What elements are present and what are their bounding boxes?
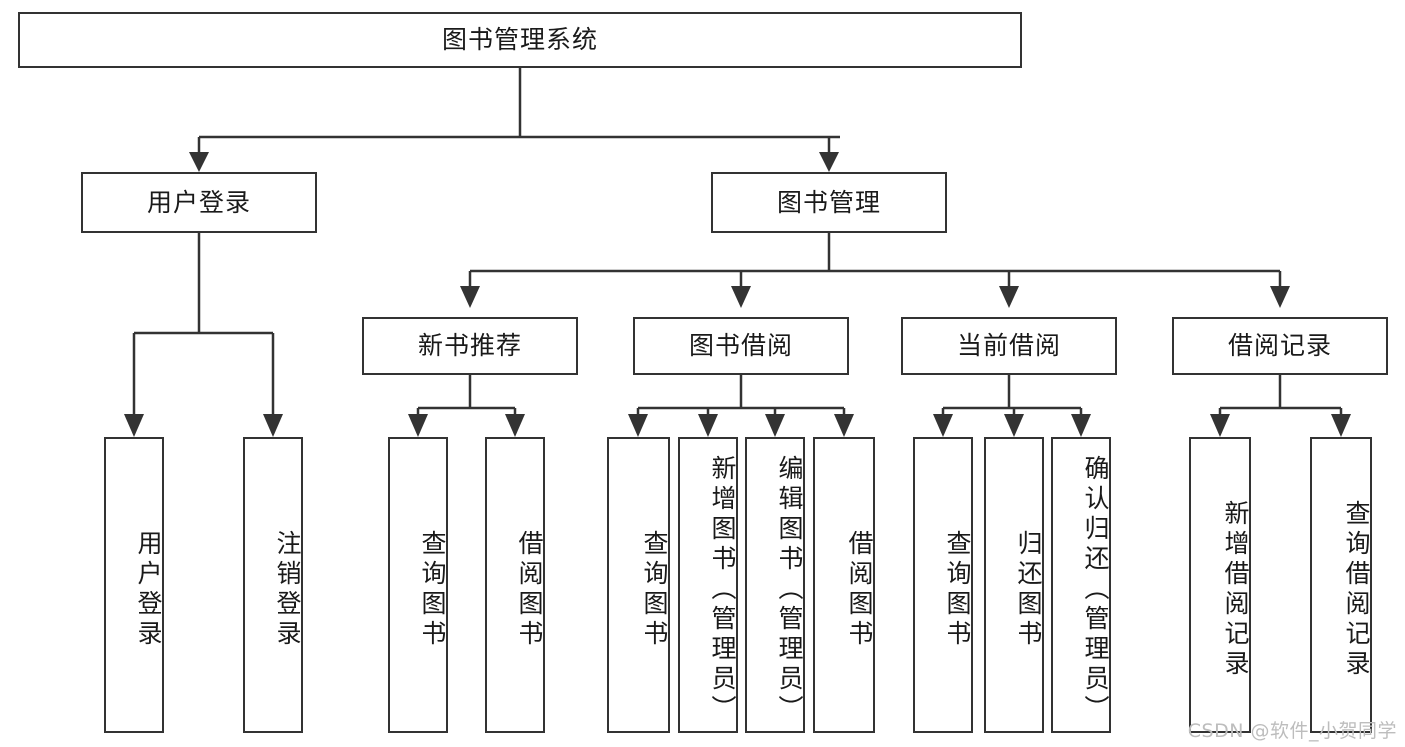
node-leaf-add-record-label: 新增借阅记录 <box>1221 500 1250 680</box>
node-leaf-query-book-3[interactable]: 查询图书 <box>913 437 973 733</box>
node-user-login[interactable]: 用户登录 <box>81 172 317 233</box>
node-leaf-add-record[interactable]: 新增借阅记录 <box>1189 437 1251 733</box>
node-leaf-add-book-label: 新增图书（管理员） <box>708 455 737 725</box>
node-root[interactable]: 图书管理系统 <box>18 12 1022 68</box>
node-borrow-records[interactable]: 借阅记录 <box>1172 317 1388 375</box>
node-borrow-records-label: 借阅记录 <box>1227 331 1332 360</box>
node-leaf-logout-label: 注销登录 <box>273 530 302 650</box>
node-leaf-query-book-1[interactable]: 查询图书 <box>388 437 448 733</box>
node-leaf-user-login[interactable]: 用户登录 <box>104 437 164 733</box>
node-book-manage[interactable]: 图书管理 <box>711 172 947 233</box>
node-leaf-borrow-book-1[interactable]: 借阅图书 <box>485 437 545 733</box>
node-leaf-add-book[interactable]: 新增图书（管理员） <box>678 437 738 733</box>
node-leaf-borrow-book-2-label: 借阅图书 <box>845 530 874 650</box>
node-leaf-query-record-label: 查询借阅记录 <box>1342 500 1371 680</box>
node-root-label: 图书管理系统 <box>441 25 598 54</box>
node-leaf-return-book[interactable]: 归还图书 <box>984 437 1044 733</box>
node-book-borrow[interactable]: 图书借阅 <box>633 317 849 375</box>
node-leaf-query-book-3-label: 查询图书 <box>943 530 972 650</box>
node-leaf-logout[interactable]: 注销登录 <box>243 437 303 733</box>
node-current-borrow-label: 当前借阅 <box>956 331 1061 360</box>
node-leaf-confirm-return[interactable]: 确认归还（管理员） <box>1051 437 1111 733</box>
node-leaf-edit-book[interactable]: 编辑图书（管理员） <box>745 437 805 733</box>
node-leaf-return-book-label: 归还图书 <box>1014 530 1043 650</box>
node-current-borrow[interactable]: 当前借阅 <box>901 317 1117 375</box>
node-new-book-recommend-label: 新书推荐 <box>417 331 522 360</box>
node-leaf-edit-book-label: 编辑图书（管理员） <box>775 455 804 725</box>
node-leaf-query-book-1-label: 查询图书 <box>418 530 447 650</box>
node-leaf-borrow-book-2[interactable]: 借阅图书 <box>813 437 875 733</box>
node-leaf-confirm-return-label: 确认归还（管理员） <box>1081 455 1110 725</box>
node-user-login-label: 用户登录 <box>146 187 251 217</box>
node-new-book-recommend[interactable]: 新书推荐 <box>362 317 578 375</box>
node-leaf-query-book-2-label: 查询图书 <box>640 530 669 650</box>
node-leaf-query-record[interactable]: 查询借阅记录 <box>1310 437 1372 733</box>
node-book-borrow-label: 图书借阅 <box>688 331 793 360</box>
node-leaf-borrow-book-1-label: 借阅图书 <box>515 530 544 650</box>
node-leaf-query-book-2[interactable]: 查询图书 <box>607 437 670 733</box>
watermark: CSDN @软件_小贺同学 <box>1187 720 1397 742</box>
node-book-manage-label: 图书管理 <box>776 187 881 217</box>
node-leaf-user-login-label: 用户登录 <box>134 530 163 650</box>
